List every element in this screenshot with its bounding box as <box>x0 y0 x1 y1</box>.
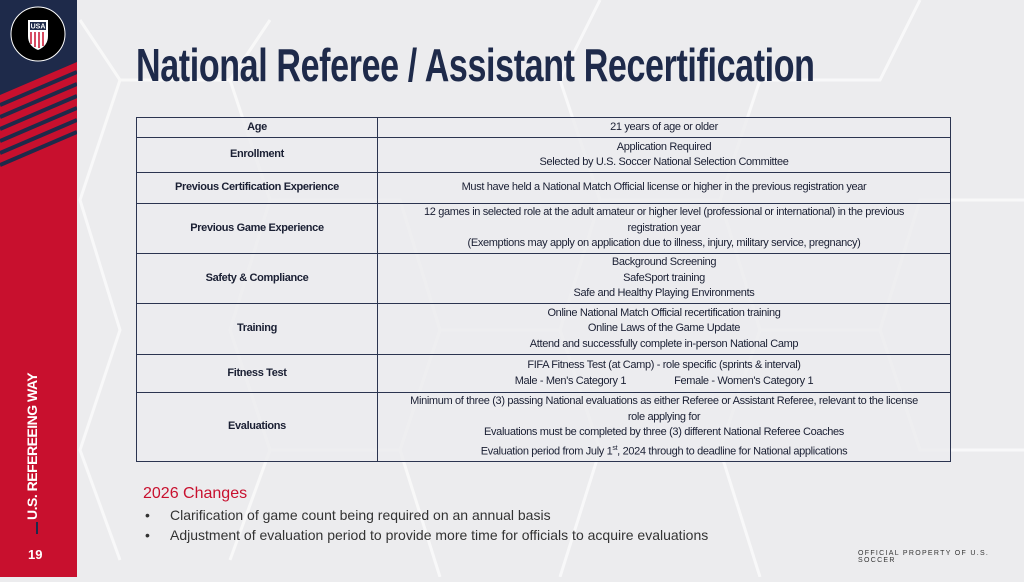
row-value: Online National Match Official recertifi… <box>377 303 951 355</box>
row-value: Minimum of three (3) passing National ev… <box>377 392 951 462</box>
vertical-label: U.S. REFEREEING WAY <box>24 372 40 520</box>
row-label: Evaluations <box>136 392 378 462</box>
divider <box>36 522 38 534</box>
row-value: 12 games in selected role at the adult a… <box>377 203 951 254</box>
row-label: Previous Certification Experience <box>136 172 378 204</box>
row-label: Enrollment <box>136 137 378 173</box>
sidebar-graphic: USA <box>0 0 78 577</box>
page-title: National Referee / Assistant Recertifica… <box>136 39 815 91</box>
list-item: •Adjustment of evaluation period to prov… <box>145 527 709 543</box>
footer-text: OFFICIAL PROPERTY OF U.S. SOCCER <box>858 550 990 564</box>
row-value: Must have held a National Match Official… <box>377 172 951 204</box>
row-value: FIFA Fitness Test (at Camp) - role speci… <box>377 354 951 393</box>
referee-program-logo: USA <box>10 6 66 62</box>
row-value: 21 years of age or older <box>377 117 951 138</box>
svg-text:USA: USA <box>31 24 46 31</box>
row-label: Previous Game Experience <box>136 203 378 254</box>
changes-title: 2026 Changes <box>143 485 248 502</box>
row-label: Fitness Test <box>136 354 378 393</box>
changes-section: 2026 Changes •Clarification of game coun… <box>143 485 708 545</box>
list-item: •Clarification of game count being requi… <box>145 507 551 523</box>
row-label: Age <box>136 117 378 138</box>
page-number: 19 <box>28 547 43 562</box>
row-label: Training <box>136 303 378 355</box>
sidebar: USA U.S. REFEREEING WAY 19 <box>0 0 78 577</box>
row-label: Safety & Compliance <box>136 253 378 304</box>
